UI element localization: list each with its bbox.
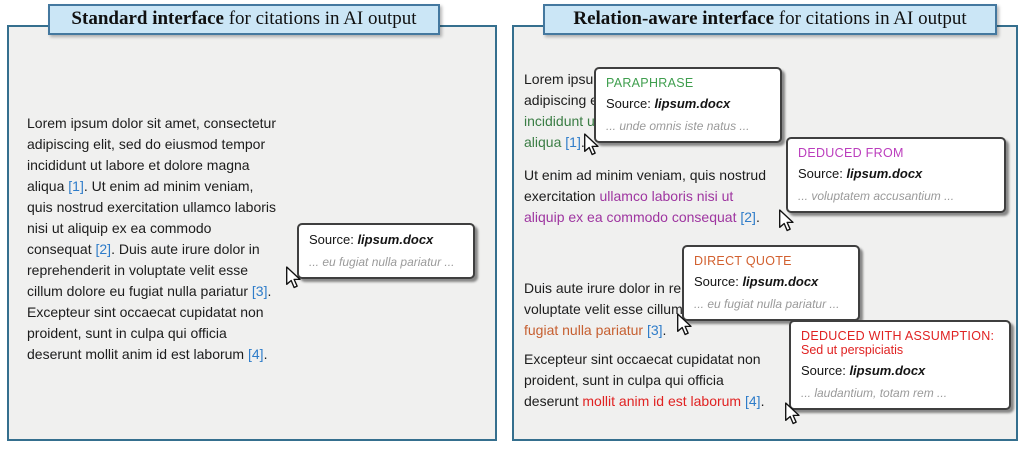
paraphrase-tooltip: PARAPHRASE Source: lipsum.docx ... unde … — [594, 67, 782, 143]
citation-link[interactable]: [4] — [745, 393, 761, 409]
source-label: Source: — [798, 166, 843, 181]
source-quote: ... eu fugiat nulla pariatur ... — [309, 255, 455, 269]
relation-label: PARAPHRASE — [606, 76, 694, 90]
text-segment: . Duis aute irure dolor in reprehenderit… — [27, 241, 260, 299]
source-quote: ... unde omnis iste natus ... — [606, 119, 750, 133]
mouse-cursor-icon — [584, 133, 599, 156]
source-filename: lipsum.docx — [357, 232, 434, 247]
relation-aware-interface-panel: Lorem ipsum dolor sit amet, consectetur … — [512, 25, 1018, 441]
citation-link[interactable]: [1] — [68, 178, 84, 194]
text-segment: ullamco laboris nisi ut aliquip ex ea co… — [524, 188, 737, 225]
tooltip-source-line: Source: lipsum.docx — [798, 166, 994, 181]
source-quote: ... laudantium, totam rem ... — [801, 386, 948, 400]
text-segment: . — [263, 346, 268, 362]
source-label: Source: — [606, 96, 651, 111]
source-label: Source: — [694, 274, 739, 289]
relation-label: DIRECT QUOTE — [694, 254, 792, 268]
mouse-cursor-icon — [677, 313, 692, 336]
citation-link[interactable]: [2] — [95, 241, 112, 257]
text-segment: fugiat nulla pariatur — [524, 322, 647, 338]
text-segment: Ut enim ad minim veniam, quis nostrud ex… — [524, 167, 766, 204]
text-segment: . Ut enim ad minim veniam, quis nostrud … — [27, 178, 277, 257]
citation-link[interactable]: [3] — [251, 283, 268, 299]
mouse-cursor-icon — [779, 209, 794, 232]
source-quote: ... eu fugiat nulla pariatur ... — [694, 297, 840, 311]
text-segment: Excepteur sint occaecat cupidatat non pr… — [524, 351, 761, 409]
text-segment: . — [760, 393, 765, 409]
mouse-cursor-icon — [286, 266, 301, 289]
source-filename: lipsum.docx — [654, 96, 731, 111]
ai-output-text: Lorem ipsum dolor sit amet, consectetur … — [27, 113, 329, 365]
direct-quote-tooltip: DIRECT QUOTE Source: lipsum.docx ... eu … — [682, 245, 860, 321]
citation-link[interactable]: [3] — [646, 322, 663, 338]
relation-aware-interface-title: Relation-aware interface for citations i… — [543, 4, 997, 35]
source-label: Source: — [801, 363, 846, 378]
title-bold: Standard interface — [71, 8, 224, 29]
source-filename: lipsum.docx — [846, 166, 923, 181]
tooltip-source-line: Source: lipsum.docx — [801, 363, 999, 378]
text-segment: . — [755, 209, 760, 225]
text-segment: Lorem ipsum dolor sit amet, consectetur … — [27, 115, 276, 194]
ai-output-paragraph-2: Ut enim ad minim veniam, quis nostrud ex… — [524, 165, 846, 228]
standard-interface-title: Standard interface for citations in AI o… — [48, 4, 440, 35]
citation-link[interactable]: [4] — [248, 346, 264, 362]
text-segment: . — [580, 134, 585, 150]
tooltip-source-line: Source: lipsum.docx — [694, 274, 848, 289]
citation-link[interactable]: [2] — [740, 209, 756, 225]
citation-tooltip: Source: lipsum.docx ... eu fugiat nulla … — [297, 223, 475, 279]
text-segment: . — [662, 322, 667, 338]
source-filename: lipsum.docx — [742, 274, 819, 289]
source-label: Source: — [309, 232, 354, 247]
relation-label: DEDUCED WITH ASSUMPTION: — [801, 329, 995, 343]
ai-output-paragraph-4: Excepteur sint occaecat cupidatat non pr… — [524, 349, 846, 412]
text-segment: . Excepteur sint occaecat cupidatat non … — [27, 283, 272, 362]
deduced-with-assumption-tooltip: DEDUCED WITH ASSUMPTION: Sed ut perspici… — [789, 320, 1011, 410]
citation-link[interactable]: [1] — [565, 134, 581, 150]
relation-label-assumption: Sed ut perspiciatis — [801, 343, 904, 357]
relation-label: DEDUCED FROM — [798, 146, 904, 160]
mouse-cursor-icon — [785, 402, 800, 425]
deduced-from-tooltip: DEDUCED FROM Source: lipsum.docx ... vol… — [786, 137, 1006, 213]
title-rest: for citations in AI output — [223, 8, 417, 29]
source-filename: lipsum.docx — [849, 363, 926, 378]
text-segment: mollit anim id est laborum — [582, 393, 745, 409]
tooltip-source-line: Source: lipsum.docx — [309, 232, 463, 247]
tooltip-source-line: Source: lipsum.docx — [606, 96, 770, 111]
standard-interface-panel: Lorem ipsum dolor sit amet, consectetur … — [7, 25, 497, 441]
source-quote: ... voluptatem accusantium ... — [798, 189, 955, 203]
title-bold: Relation-aware interface — [573, 8, 775, 29]
title-rest: for citations in AI output — [774, 8, 967, 29]
